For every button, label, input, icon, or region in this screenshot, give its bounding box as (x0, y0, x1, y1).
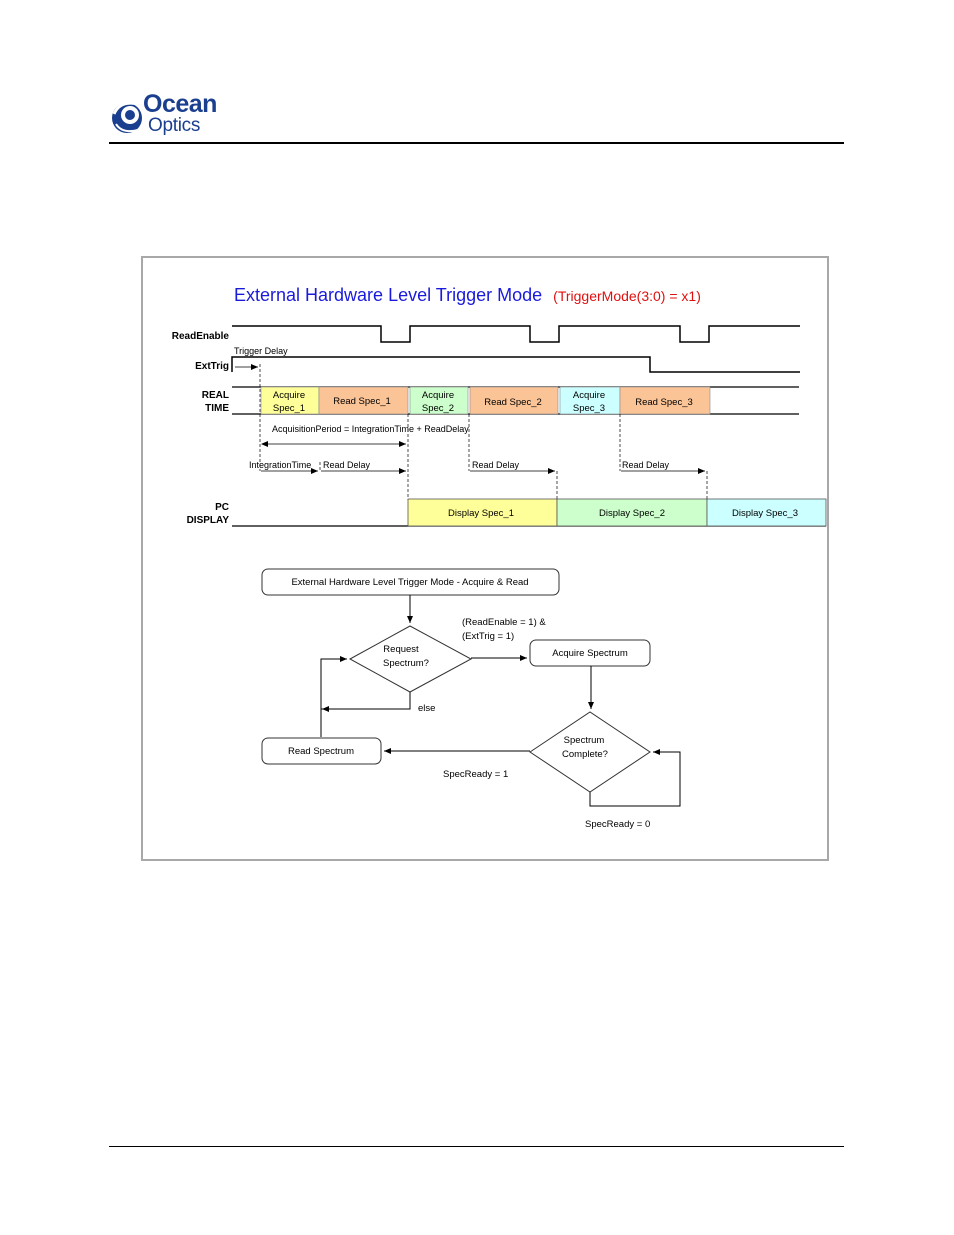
read-delay-1-label: Read Delay (323, 460, 371, 470)
acq3-line2: Spec_3 (573, 403, 605, 414)
flow-start-label: External Hardware Level Trigger Mode - A… (291, 577, 528, 588)
figure-frame: External Hardware Level Trigger Mode (Tr… (141, 256, 829, 861)
header-rule (109, 142, 844, 144)
diagram-title: External Hardware Level Trigger Mode (Tr… (234, 285, 701, 305)
diagram-title-main: External Hardware Level Trigger Mode (234, 285, 542, 305)
acquisition-period-label: AcquisitionPeriod = IntegrationTime + Re… (272, 424, 469, 434)
flow-condition-line2: (ExtTrig = 1) (462, 631, 514, 642)
signal-label-time: TIME (205, 403, 229, 414)
flow-complete-line1: Spectrum (564, 735, 605, 746)
display2-label: Display Spec_2 (599, 508, 665, 519)
read1-label: Read Spec_1 (333, 396, 391, 407)
ocean-optics-logo: Ocean Optics (108, 90, 238, 140)
block-acquire-spec1 (260, 386, 320, 415)
acq3-line1: Acquire (573, 390, 605, 401)
flow-complete-line2: Complete? (562, 749, 608, 760)
flow-arrow-not-ready-loop (589, 749, 681, 807)
diagram-title-suffix: (TriggerMode(3:0) = x1) (553, 288, 701, 304)
flow-request-line1: Request (383, 644, 419, 655)
acq2-line2: Spec_2 (422, 403, 454, 414)
display1-label: Display Spec_1 (448, 508, 514, 519)
flow-request-line2: Spectrum? (383, 658, 429, 669)
flow-spec-ready-1: SpecReady = 1 (443, 769, 508, 780)
timing-and-flow-diagram: External Hardware Level Trigger Mode (Tr… (172, 285, 827, 830)
flow-request-diamond (348, 625, 473, 693)
read3-label: Read Spec_3 (635, 397, 693, 408)
flow-complete-diamond (529, 711, 651, 793)
logo-swirl-icon (112, 101, 142, 133)
signal-label-readenable: ReadEnable (172, 331, 230, 342)
block-read-spec3 (619, 386, 711, 415)
acq2-line1: Acquire (422, 390, 454, 401)
flow-acquire-label: Acquire Spectrum (552, 648, 628, 659)
exttrig-waveform (231, 356, 800, 373)
block-acquire-spec2 (409, 386, 469, 415)
block-display-spec2 (556, 498, 708, 527)
flow-else-label: else (418, 703, 435, 714)
read-delay-2-label: Read Delay (472, 460, 520, 470)
read-delay-3-label: Read Delay (622, 460, 670, 470)
flow-read-label: Read Spectrum (288, 746, 354, 757)
signal-label-exttrig: ExtTrig (195, 361, 229, 372)
flow-else-arrow (322, 692, 411, 712)
trigger-delay-label: Trigger Delay (234, 346, 288, 356)
flow-else-path (320, 692, 411, 735)
flow-acquire-box (529, 639, 651, 667)
flow-arrow-read-to-request (320, 656, 347, 737)
read2-label: Read Spec_2 (484, 397, 542, 408)
signal-label-real: REAL (202, 390, 229, 401)
block-read-spec1 (318, 386, 409, 415)
block-read-spec2 (469, 386, 559, 415)
block-display-spec1 (407, 498, 558, 527)
signal-label-pc: PC (215, 502, 229, 513)
flow-condition-line1: (ReadEnable = 1) & (462, 617, 546, 628)
footer-rule (109, 1146, 844, 1147)
block-display-spec3 (706, 498, 827, 527)
block-acquire-spec3 (559, 386, 621, 415)
signal-label-display: DISPLAY (187, 515, 230, 526)
flow-read-box (261, 737, 382, 765)
acq1-line2: Spec_1 (273, 403, 305, 414)
logo-text-ocean: Ocean (143, 90, 217, 118)
flow-spec-ready-0: SpecReady = 0 (585, 819, 650, 830)
display3-label: Display Spec_3 (732, 508, 798, 519)
logo-text-optics: Optics (148, 115, 201, 136)
readenable-waveform (232, 325, 800, 343)
integration-time-label: IntegrationTime (249, 460, 311, 470)
acq1-line1: Acquire (273, 390, 305, 401)
